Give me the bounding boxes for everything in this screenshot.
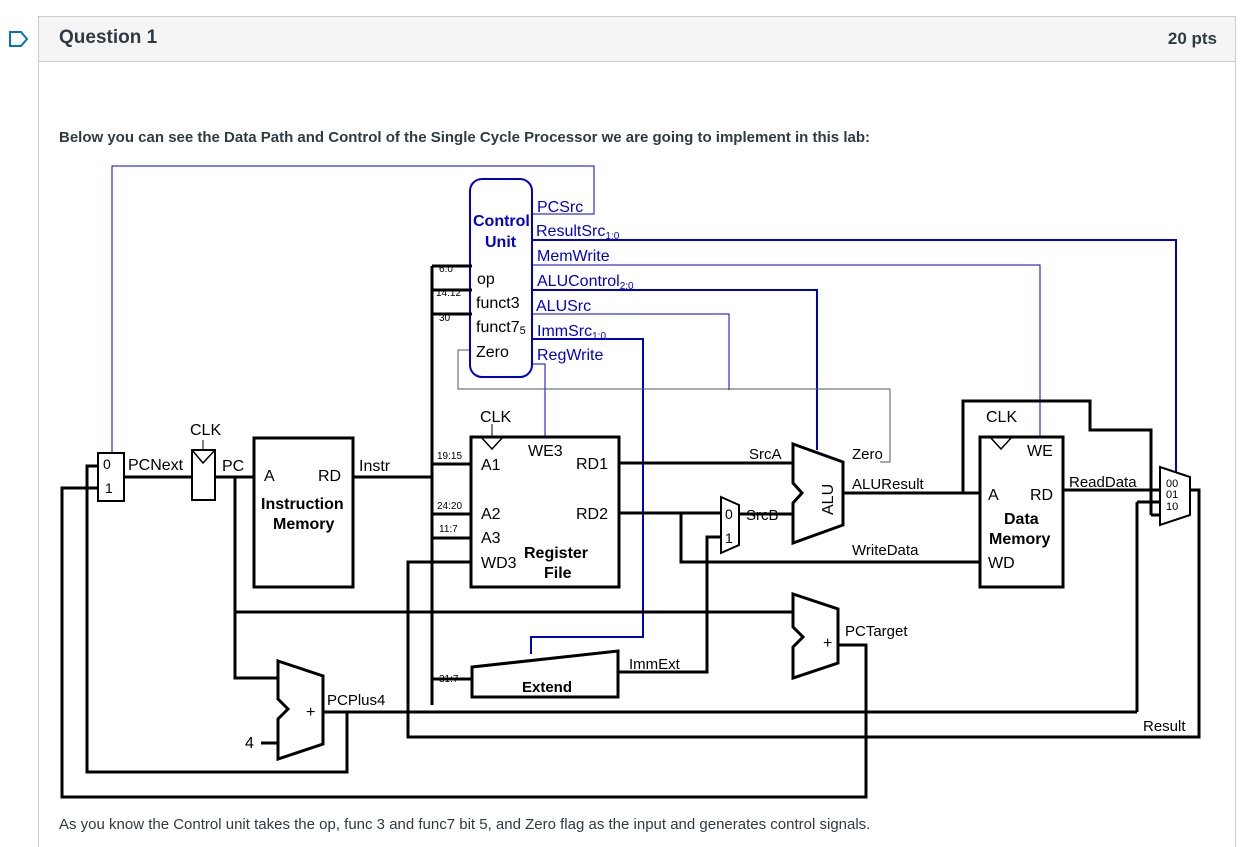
rf-title-1: Register xyxy=(524,545,588,562)
label-readdata: ReadData xyxy=(1069,474,1137,491)
sig-alucontrol: ALUControl2:0 xyxy=(537,273,634,292)
bitfield-a2: 24:20 xyxy=(437,501,462,512)
result-mux xyxy=(1159,465,1191,527)
bitfield-funct3: 14:12 xyxy=(436,288,461,299)
rf-a1: A1 xyxy=(481,457,501,474)
question-title: Question 1 xyxy=(59,27,158,48)
imem-title-1: Instruction xyxy=(261,496,344,513)
control-unit xyxy=(469,178,533,378)
control-wires-thin xyxy=(111,165,1041,466)
label-immext: ImmExt xyxy=(629,656,681,673)
dm-title-1: Data xyxy=(1004,511,1039,528)
srcb-mux xyxy=(720,495,740,555)
rf-wd3: WD3 xyxy=(481,555,517,572)
rf-a3: A3 xyxy=(481,530,501,547)
label-pctarget: PCTarget xyxy=(845,623,908,640)
label-instr: Instr xyxy=(359,458,391,475)
cu-in-op: op xyxy=(477,271,495,288)
register-file xyxy=(469,435,621,589)
pc-register xyxy=(191,449,216,501)
control-wires-bus xyxy=(530,239,1177,654)
alu-label: ALU xyxy=(820,484,837,515)
sig-regwrite: RegWrite xyxy=(537,347,603,364)
label-aluresult: ALUResult xyxy=(852,476,925,493)
label-pcnext: PCNext xyxy=(128,457,184,474)
label-pc: PC xyxy=(222,458,244,475)
bitfield-op: 6:0 xyxy=(439,264,453,275)
alu xyxy=(791,441,845,546)
control-title-2: Unit xyxy=(485,234,517,251)
label-writedata: WriteData xyxy=(852,542,919,559)
pc-mux-in1: 1 xyxy=(105,480,113,496)
bitfield-a3: 11:7 xyxy=(439,524,458,535)
sig-memwrite: MemWrite xyxy=(537,248,610,265)
result-mux-in10: 10 xyxy=(1166,501,1178,513)
srcb-mux-in1: 1 xyxy=(725,530,733,546)
datapath-wires xyxy=(60,264,1201,799)
extend-label: Extend xyxy=(522,679,572,696)
sig-resultsrc: ResultSrc1:0 xyxy=(536,223,620,242)
pc-plus4-adder xyxy=(276,658,325,762)
dm-clk-triangle-icon xyxy=(989,436,1013,451)
imem-port-a: A xyxy=(264,468,275,485)
imem-title-2: Memory xyxy=(273,516,334,533)
label-srcb: SrcB xyxy=(746,507,779,524)
rf-rd2: RD2 xyxy=(576,506,608,523)
srcb-mux-in0: 0 xyxy=(725,506,733,522)
sig-pcsrc: PCSrc xyxy=(537,199,583,216)
extend-unit xyxy=(470,649,620,699)
result-mux-in00: 00 xyxy=(1166,478,1178,490)
label-pcplus4: PCPlus4 xyxy=(327,692,385,709)
result-mux-in01: 01 xyxy=(1166,489,1178,501)
label-zero: Zero xyxy=(852,446,883,463)
label-srca: SrcA xyxy=(749,446,782,463)
imem-port-rd: RD xyxy=(318,468,341,485)
sig-alusrc: ALUSrc xyxy=(536,298,591,315)
label-result: Result xyxy=(1143,718,1186,735)
rf-we3: WE3 xyxy=(528,443,563,460)
dm-port-a: A xyxy=(988,487,999,504)
pc-clk-triangle-icon xyxy=(191,449,216,465)
pcplus4-plus: + xyxy=(306,704,315,721)
outro-text: As you know the Control unit takes the o… xyxy=(59,816,871,833)
dm-title-2: Memory xyxy=(989,531,1050,548)
pc-mux-in0: 0 xyxy=(103,456,111,472)
pc-clk-label: CLK xyxy=(190,422,221,439)
sig-immsrc: ImmSrc1:0 xyxy=(537,323,606,342)
control-title-1: Control xyxy=(473,213,530,230)
cu-in-zero: Zero xyxy=(476,344,509,361)
dm-wd: WD xyxy=(988,555,1015,572)
cu-in-funct7: funct75 xyxy=(476,319,526,337)
rf-clk-triangle-icon xyxy=(480,436,504,451)
cu-in-funct3: funct3 xyxy=(476,295,520,312)
dm-clk-label: CLK xyxy=(986,409,1017,426)
zero-feedback-wire xyxy=(457,349,891,463)
rf-title-2: File xyxy=(544,565,572,582)
dm-we: WE xyxy=(1027,443,1053,460)
question-card: Question 1 20 pts xyxy=(38,16,1236,847)
rf-a2: A2 xyxy=(481,506,501,523)
data-memory xyxy=(978,435,1065,589)
pc-target-adder xyxy=(791,591,840,681)
intro-text: Below you can see the Data Path and Cont… xyxy=(59,129,870,146)
rf-clk-label: CLK xyxy=(480,409,511,426)
rf-rd1: RD1 xyxy=(576,456,608,473)
question-header: Question 1 20 pts xyxy=(39,17,1235,62)
pctarget-plus: + xyxy=(823,635,832,652)
bitfield-funct7: 30 xyxy=(439,313,451,324)
instruction-memory xyxy=(252,436,355,589)
pc-mux xyxy=(97,452,125,502)
bitfield-imm: 31:7 xyxy=(439,674,459,685)
dm-port-rd: RD xyxy=(1030,487,1053,504)
bitfield-a1: 19:15 xyxy=(437,451,462,462)
const-four: 4 xyxy=(245,735,254,752)
bookmark-flag-icon[interactable] xyxy=(8,30,30,48)
question-points: 20 pts xyxy=(1167,29,1217,48)
